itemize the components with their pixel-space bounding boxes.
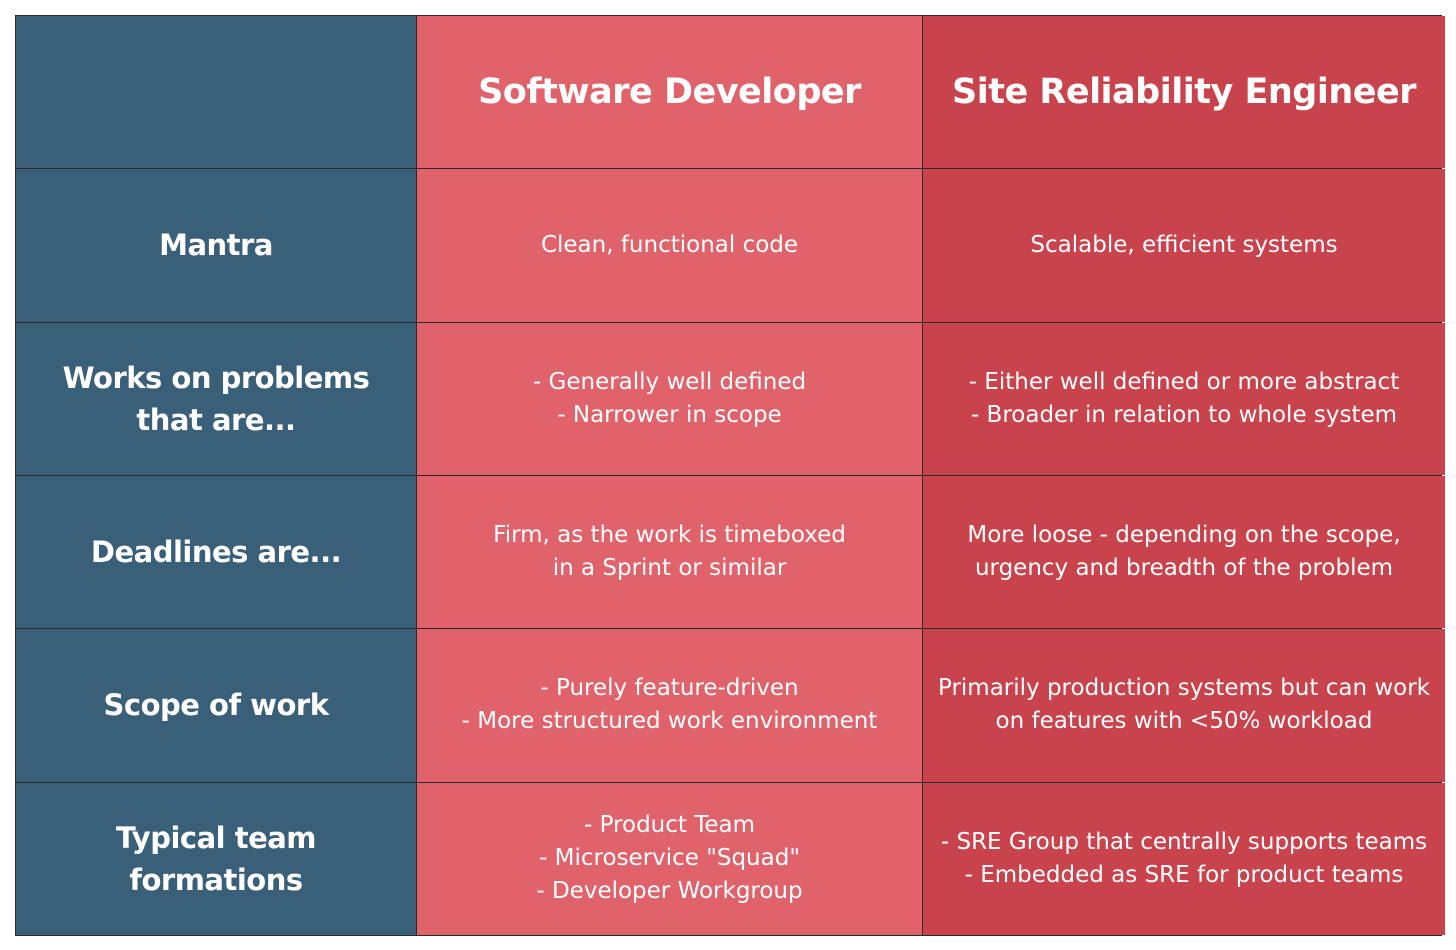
corner-cell bbox=[16, 16, 416, 169]
sre-cell-text: Scalable, efficient systems bbox=[1030, 231, 1338, 258]
sre-cell-text: More loose - depending on the scope, urg… bbox=[967, 522, 1401, 582]
row-label-text: Deadlines are... bbox=[90, 535, 342, 570]
row-label-text: Works on problems that are... bbox=[62, 360, 370, 437]
header-sre: Site Reliability Engineer bbox=[923, 16, 1445, 169]
developer-cell-mantra: Clean, functional code bbox=[417, 169, 922, 322]
developer-cell-text: Firm, as the work is timeboxed in a Spri… bbox=[493, 522, 846, 582]
sre-cell-deadlines: More loose - depending on the scope, urg… bbox=[923, 475, 1445, 629]
sre-cell-team-formations: - SRE Group that centrally supports team… bbox=[923, 782, 1445, 935]
developer-cell-deadlines: Firm, as the work is timeboxed in a Spri… bbox=[417, 475, 922, 629]
sre-cell-text: Primarily production systems but can wor… bbox=[937, 675, 1431, 735]
sre-cell-mantra: Scalable, efficient systems bbox=[923, 169, 1445, 322]
sre-cell-text: - SRE Group that centrally supports team… bbox=[940, 828, 1428, 888]
row-label-problems: Works on problems that are... bbox=[16, 322, 416, 475]
row-label-text: Mantra bbox=[159, 228, 273, 263]
row-label-text: Typical team formations bbox=[115, 820, 317, 897]
row-label-scope: Scope of work bbox=[16, 629, 416, 782]
header-software-developer: Software Developer bbox=[417, 16, 922, 169]
sre-cell-problems: - Either well defined or more abstract -… bbox=[923, 322, 1445, 475]
developer-cell-problems: - Generally well defined - Narrower in s… bbox=[417, 322, 922, 475]
row-label-mantra: Mantra bbox=[16, 169, 416, 322]
developer-cell-team-formations: - Product Team - Microservice "Squad" - … bbox=[417, 782, 922, 935]
developer-cell-text: - Generally well defined - Narrower in s… bbox=[532, 368, 807, 428]
header-sre-label: Site Reliability Engineer bbox=[952, 72, 1416, 113]
row-label-deadlines: Deadlines are... bbox=[16, 475, 416, 629]
row-label-team-formations: Typical team formations bbox=[16, 782, 416, 935]
row-label-text: Scope of work bbox=[103, 688, 329, 723]
header-software-developer-label: Software Developer bbox=[478, 72, 861, 113]
developer-cell-text: - Product Team - Microservice "Squad" - … bbox=[536, 812, 803, 905]
developer-cell-text: Clean, functional code bbox=[540, 231, 799, 258]
sre-cell-text: - Either well defined or more abstract -… bbox=[968, 368, 1400, 428]
developer-cell-scope: - Purely feature-driven - More structure… bbox=[417, 629, 922, 782]
sre-cell-scope: Primarily production systems but can wor… bbox=[923, 629, 1445, 782]
developer-cell-text: - Purely feature-driven - More structure… bbox=[461, 675, 878, 735]
comparison-table: Software Developer Site Reliability Engi… bbox=[15, 15, 1445, 936]
